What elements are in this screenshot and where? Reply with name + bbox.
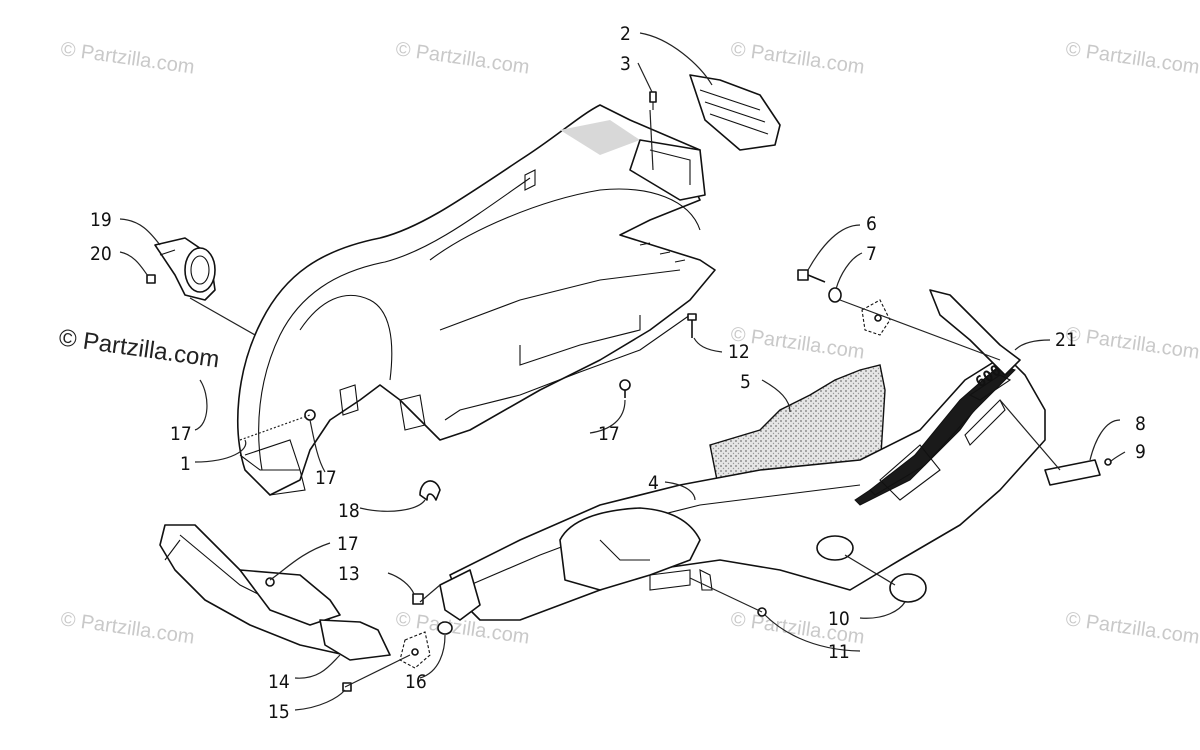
part-17-screw-center bbox=[619, 379, 631, 398]
callout-15: 15 bbox=[268, 701, 290, 723]
part-1-upper-shroud bbox=[237, 104, 716, 496]
part-17-screw-left bbox=[304, 409, 316, 421]
part-19-boot bbox=[154, 237, 216, 301]
part-9-screw bbox=[1104, 458, 1112, 466]
callout-3: 3 bbox=[620, 53, 631, 75]
watermark: © Partzilla.com bbox=[1064, 323, 1200, 364]
callout-9: 9 bbox=[1135, 441, 1146, 463]
callout-17-left: 17 bbox=[170, 423, 192, 445]
callout-labels: 2 3 19 20 6 7 21 12 5 17 17 1 17 4 8 9 1… bbox=[90, 23, 1146, 723]
part-16-nut bbox=[399, 621, 453, 669]
part-18-clamp bbox=[419, 480, 441, 501]
part-3-screw bbox=[649, 91, 657, 110]
part-17-screw-bumper bbox=[265, 577, 275, 587]
part-8-reflector bbox=[1044, 459, 1101, 486]
callout-13: 13 bbox=[338, 563, 360, 585]
watermark: © Partzilla.com bbox=[1064, 608, 1200, 649]
callout-12: 12 bbox=[728, 341, 750, 363]
part-12-rivet bbox=[687, 313, 697, 338]
part-10-cap bbox=[889, 573, 927, 603]
callout-19: 19 bbox=[90, 209, 112, 231]
part-13-clip bbox=[412, 593, 424, 605]
callout-17-center: 17 bbox=[598, 423, 620, 445]
callout-20: 20 bbox=[90, 243, 112, 265]
watermark: © Partzilla.com bbox=[59, 608, 196, 649]
callout-1: 1 bbox=[180, 453, 191, 475]
callout-2: 2 bbox=[620, 23, 631, 45]
part-15-screw bbox=[342, 682, 352, 692]
leader-lines bbox=[119, 32, 1126, 711]
watermark: © Partzilla.com bbox=[729, 323, 866, 364]
callout-16: 16 bbox=[405, 671, 427, 693]
part-6-bolt bbox=[797, 269, 826, 283]
callout-14: 14 bbox=[268, 671, 290, 693]
callout-4: 4 bbox=[648, 472, 659, 494]
part-7-washer bbox=[828, 287, 842, 303]
callout-11: 11 bbox=[828, 641, 850, 663]
part-6-nut-ghost bbox=[861, 299, 891, 336]
callout-17-bumper: 17 bbox=[337, 533, 359, 555]
part-4-lower-panel bbox=[439, 289, 1046, 621]
callout-8: 8 bbox=[1135, 413, 1146, 435]
watermark: © Partzilla.com bbox=[394, 38, 531, 79]
callout-6: 6 bbox=[866, 213, 877, 235]
callout-17-mid: 17 bbox=[315, 467, 337, 489]
part-2-vent-grille bbox=[629, 74, 781, 201]
watermark: © Partzilla.com bbox=[1064, 38, 1200, 79]
watermark: © Partzilla.com bbox=[59, 38, 196, 79]
part-14-bumper bbox=[159, 524, 391, 661]
callout-10: 10 bbox=[828, 608, 850, 630]
part-20-screw bbox=[146, 274, 156, 284]
callout-7: 7 bbox=[866, 243, 877, 265]
watermark-main: © Partzilla.com bbox=[57, 324, 221, 373]
callout-18: 18 bbox=[338, 500, 360, 522]
watermark: © Partzilla.com bbox=[729, 38, 866, 79]
callout-5: 5 bbox=[740, 371, 751, 393]
callout-21: 21 bbox=[1055, 329, 1077, 351]
